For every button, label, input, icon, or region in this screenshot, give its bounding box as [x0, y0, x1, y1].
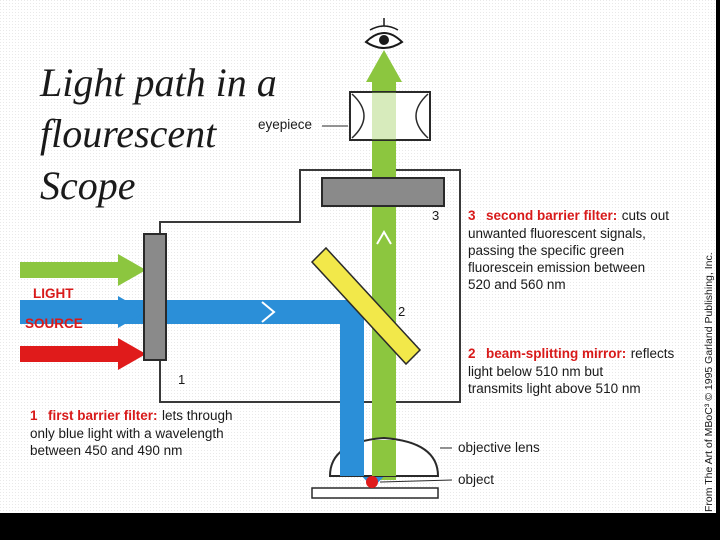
title-line-2: flourescent — [40, 111, 217, 156]
red-source-arrow — [20, 346, 130, 362]
light-label-line1: LIGHT — [33, 286, 74, 301]
note1-heading: first barrier filter: — [48, 408, 158, 423]
specimen-slide — [311, 487, 439, 499]
note1-line-1: only blue light with a wavelength — [30, 426, 224, 441]
microscope-housing — [159, 169, 461, 403]
note1-first-tail: lets through — [162, 408, 233, 423]
component-number-3: 3 — [432, 208, 439, 223]
note3-line-4: 520 and 560 nm — [468, 277, 566, 292]
title-line-1: Light path in a — [39, 60, 277, 105]
note2-line-1: light below 510 nm but — [468, 364, 603, 379]
blue-source-arrow — [20, 304, 130, 320]
light-label-line2: SOURCE — [25, 316, 83, 331]
note2-number: 2 — [468, 346, 476, 361]
right-black-strip — [716, 0, 720, 540]
note3-number: 3 — [468, 208, 476, 223]
note3-heading: second barrier filter: — [486, 208, 617, 223]
object-label: object — [458, 472, 494, 487]
note3-line-3: fluorescein emission between — [468, 260, 645, 275]
eyepiece-lens — [349, 91, 431, 141]
svg-text:1 first barrier filter:: 1 first barrier filter: lets through — [30, 407, 233, 424]
slide-title: Light path in a flourescent Scope — [39, 60, 287, 208]
light-source-arrows — [20, 254, 146, 370]
object-dot — [366, 476, 378, 488]
objective-lens-label: objective lens — [458, 440, 540, 455]
component-number-2: 2 — [398, 304, 405, 319]
eyepiece-label: eyepiece — [258, 117, 312, 132]
note3-first-tail: cuts out — [622, 208, 670, 223]
note3-line-2: passing the specific green — [468, 243, 624, 258]
note-beam-splitting-mirror: 2 beam-splitting mirror: reflects light … — [468, 345, 674, 396]
object-leader — [379, 479, 453, 483]
beam-splitting-mirror — [310, 246, 422, 366]
light-source-label: LIGHT SOURCE — [25, 286, 83, 331]
note2-heading: beam-splitting mirror: — [486, 346, 626, 361]
note2-line-2: transmits light above 510 nm — [468, 381, 641, 396]
credit-line: From The Art of MBoC³ © 1995 Garland Pub… — [703, 252, 715, 512]
component-number-1: 1 — [178, 372, 185, 387]
note1-line-2: between 450 and 490 nm — [30, 443, 182, 458]
svg-text:2 beam-splitting mirror:: 2 beam-splitting mirror: reflects — [468, 345, 674, 362]
first-barrier-filter — [143, 233, 167, 361]
svg-text:3 second barrier filter:: 3 second barrier filter: cuts out — [468, 207, 669, 224]
note1-number: 1 — [30, 408, 38, 423]
second-barrier-filter — [321, 177, 445, 207]
eye-icon — [364, 18, 404, 49]
bottom-black-band — [0, 513, 720, 540]
note3-line-1: unwanted fluorescent signals, — [468, 226, 646, 241]
green-source-arrow — [20, 262, 130, 278]
note-second-barrier-filter: 3 second barrier filter: cuts out unwant… — [468, 207, 669, 292]
note-first-barrier-filter: 1 first barrier filter: lets through onl… — [30, 407, 233, 458]
title-line-3: Scope — [40, 163, 136, 208]
note2-first-tail: reflects — [631, 346, 675, 361]
green-emission-beam — [366, 50, 402, 480]
